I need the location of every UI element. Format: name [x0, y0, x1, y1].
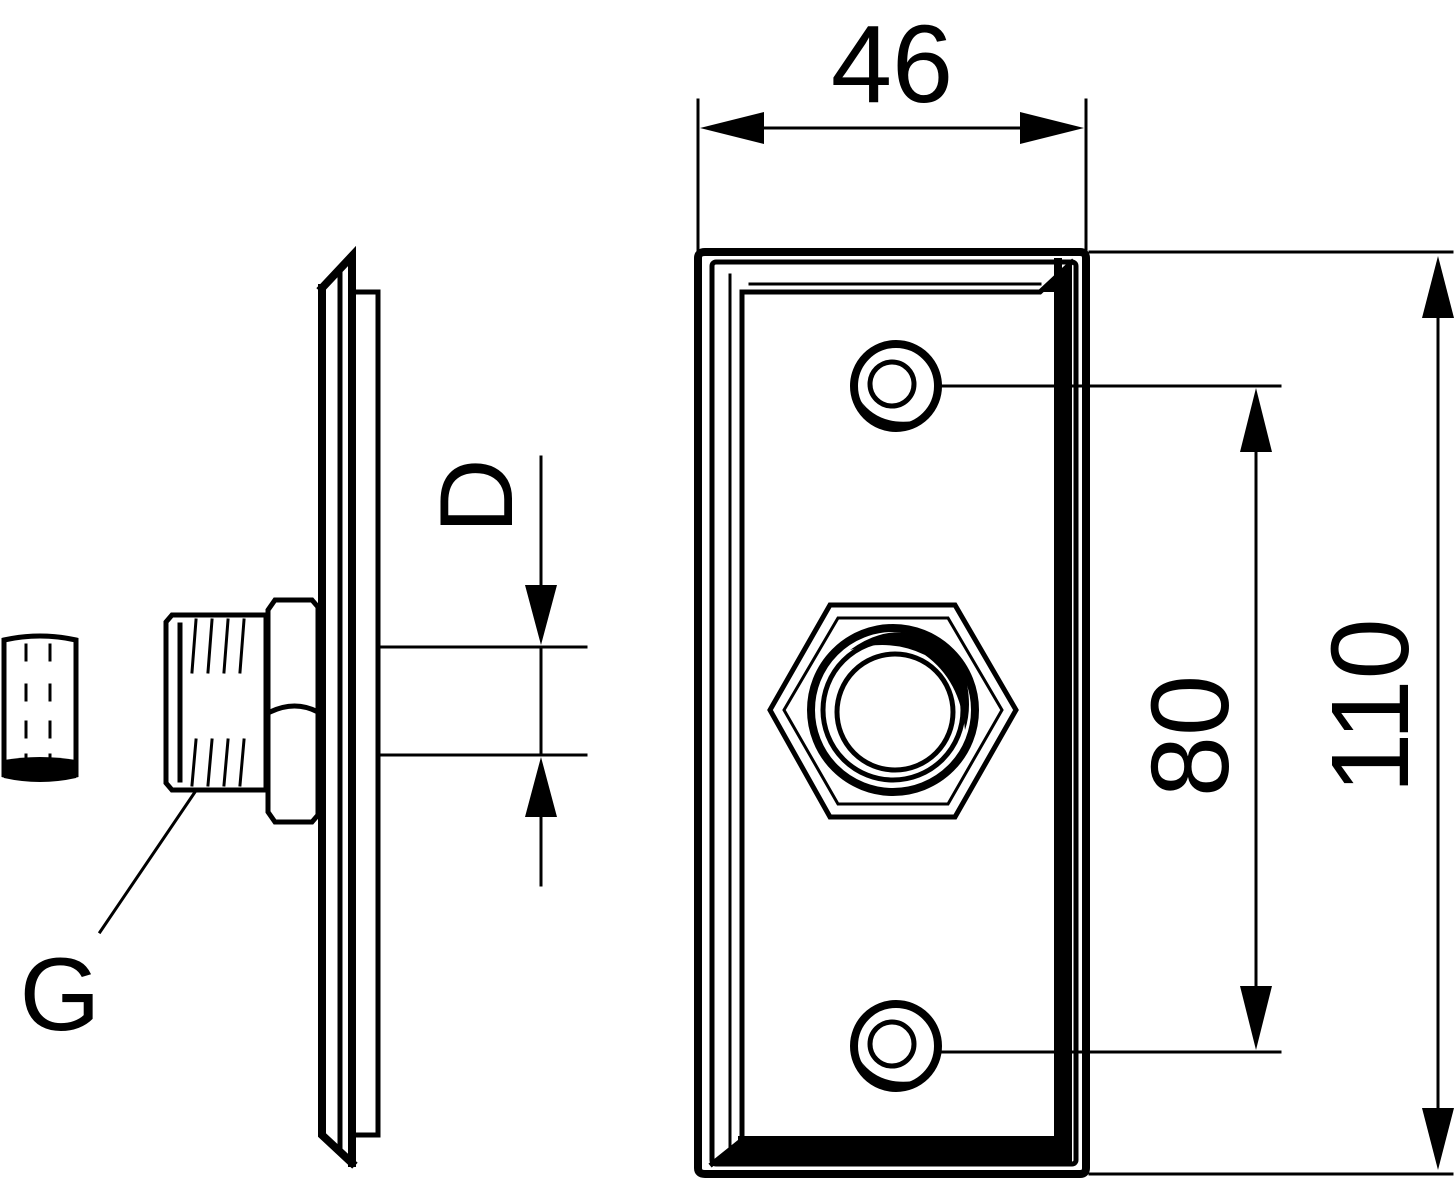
cap-nut: [1, 633, 79, 782]
threaded-nipple: [163, 612, 269, 793]
hole-spacing-dimension: 80: [938, 384, 1282, 1054]
stem: [378, 645, 588, 757]
diameter-label: D: [419, 458, 535, 533]
height-dimension: 110: [1088, 250, 1454, 1176]
screw-bottom: [850, 1000, 942, 1092]
plate-front: [694, 248, 1090, 1178]
plate-profile: [316, 245, 381, 1169]
width-label: 46: [831, 3, 953, 126]
hex-nut-side: [265, 597, 322, 825]
side-view: D G: [1, 245, 588, 1169]
height-label: 110: [1309, 618, 1432, 793]
front-view: 46 80 110: [694, 3, 1454, 1178]
thread-label: G: [20, 937, 101, 1053]
screw-top: [850, 340, 942, 432]
push-button: [767, 602, 1019, 820]
hole-spacing-label: 80: [1129, 675, 1252, 797]
thread-leader: G: [20, 789, 198, 1053]
diameter-dimension: D: [419, 455, 557, 887]
width-dimension: 46: [696, 3, 1088, 252]
